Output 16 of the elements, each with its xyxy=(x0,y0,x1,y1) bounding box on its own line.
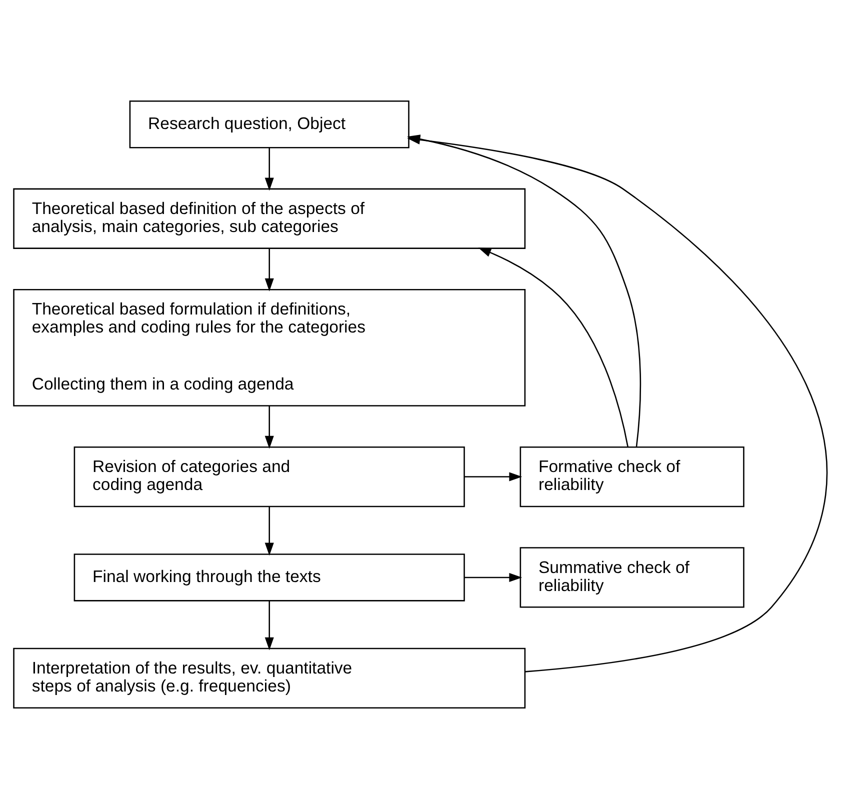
arrow xyxy=(264,148,274,191)
node-box: Summative check of reliability xyxy=(520,547,744,608)
arrow xyxy=(264,248,274,292)
node-box: Interpretation of the results, ev. quantitative steps of analysis (e.g. frequencies) xyxy=(13,648,526,708)
arrow xyxy=(264,601,274,650)
arrow xyxy=(464,472,522,482)
arrow xyxy=(464,572,522,582)
node-box: Research question, Object xyxy=(129,100,410,148)
arrow xyxy=(264,406,274,449)
node-box: Revision of categories and coding agenda xyxy=(74,446,465,508)
node-box: Formative check of reliability xyxy=(520,446,744,508)
node-box: Final working through the texts xyxy=(74,554,465,602)
node-box: Theoretical based formulation if definitions, examples and coding rules for the categories Collecting them in a coding agenda xyxy=(13,288,526,406)
arrow xyxy=(264,506,274,556)
arrow xyxy=(478,248,628,448)
node-box: Theoretical based definition of the aspects of analysis, main categories, sub categories xyxy=(13,188,526,249)
